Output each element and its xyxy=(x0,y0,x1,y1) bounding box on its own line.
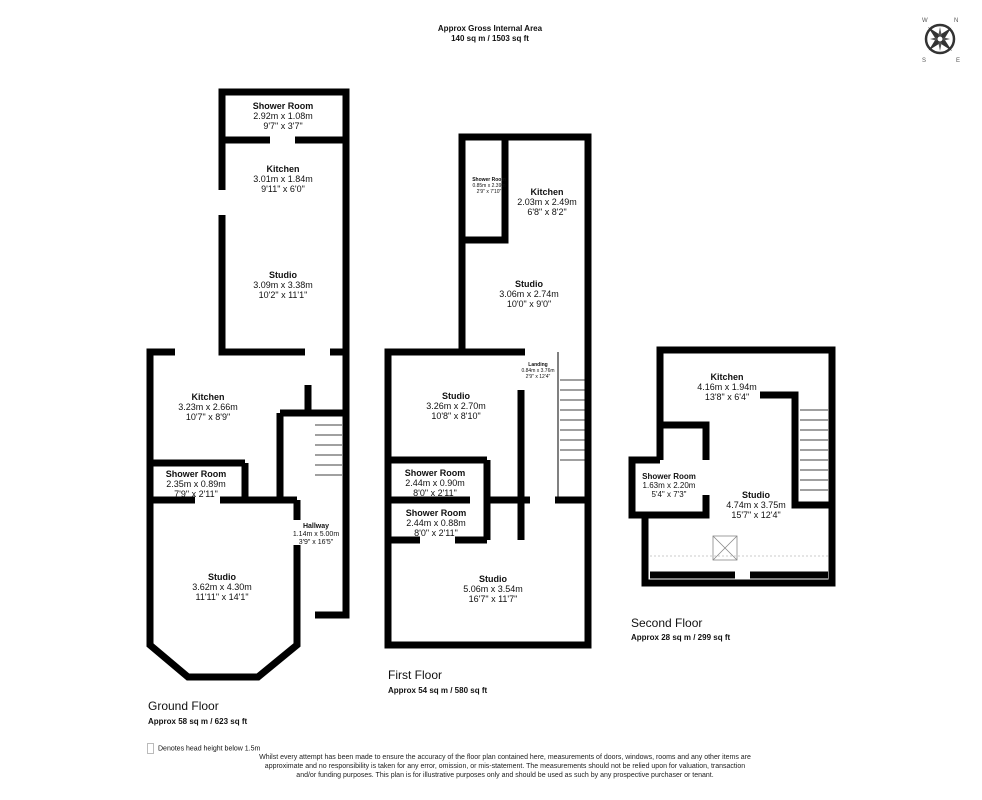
room-text: Studio xyxy=(742,490,770,500)
compass-s: S xyxy=(922,58,926,64)
gross-internal-area: Approx Gross Internal Area 140 sq m / 15… xyxy=(420,24,560,44)
room-text: 9'11" x 6'0" xyxy=(261,184,305,194)
room-text: 3.06m x 2.74m xyxy=(499,289,559,299)
room-text: 3.23m x 2.66m xyxy=(178,402,238,412)
second-floor-walls xyxy=(628,346,836,587)
room-text: 3.26m x 2.70m xyxy=(426,401,486,411)
floor-title-ground: Ground Floor xyxy=(148,699,219,713)
room-text: 5'4" x 7'3" xyxy=(651,490,687,499)
room-text: 5.06m x 3.54m xyxy=(463,584,523,594)
compass-n: N xyxy=(954,18,958,24)
floor-title-first: First Floor xyxy=(388,668,442,682)
room-text: Shower Room xyxy=(252,101,314,111)
legend-text: Denotes head height below 1.5m xyxy=(158,745,261,753)
floor-area-first: Approx 54 sq m / 580 sq ft xyxy=(388,686,488,695)
room-text: 7'9" x 2'11" xyxy=(174,489,218,499)
room-text: Studio xyxy=(515,279,543,289)
disclaimer: Whilst every attempt has been made to en… xyxy=(259,754,751,779)
room-text: 15'7" x 12'4" xyxy=(731,510,781,520)
room-text: Shower Room xyxy=(404,468,466,478)
room-text: 1.14m x 5.00m xyxy=(292,531,340,538)
room-text: 10'8" x 8'10" xyxy=(431,411,481,421)
staircases xyxy=(315,379,828,491)
ground-floor-walls xyxy=(146,88,350,681)
room-text: Studio xyxy=(269,270,297,280)
room-text: Studio xyxy=(442,391,470,401)
room-text: Kitchen xyxy=(710,372,744,382)
room-text: 2'9" x 12'4" xyxy=(525,374,551,380)
compass-rose-icon: W N S E xyxy=(922,18,960,64)
room-text: 3.01m x 1.84m xyxy=(253,174,313,184)
room-text: 8'0" x 2'11" xyxy=(413,488,457,498)
room-text: 16'7" x 11'7" xyxy=(468,594,518,604)
floor-title-second: Second Floor xyxy=(631,616,703,630)
room-text: 8'0" x 2'11" xyxy=(414,528,458,538)
room-text: 10'0" x 9'0" xyxy=(506,299,552,309)
room-text: 1.63m x 2.20m xyxy=(642,481,696,490)
compass-w: W xyxy=(922,18,928,24)
room-text: 11'11" x 14'1" xyxy=(195,592,249,602)
room-text: 3'9" x 16'5" xyxy=(298,539,334,546)
room-text: Landing xyxy=(528,362,548,368)
room-text: 4.74m x 3.75m xyxy=(726,500,786,510)
room-text: 10'2" x 11'1" xyxy=(258,290,308,300)
room-text: 2.03m x 2.49m xyxy=(517,197,577,207)
room-text: 13'8" x 6'4" xyxy=(704,392,750,402)
gia-title: Approx Gross Internal Area xyxy=(437,24,543,33)
room-text: 2.44m x 0.90m xyxy=(405,478,465,488)
floor-area-ground: Approx 58 sq m / 623 sq ft xyxy=(148,717,248,726)
room-text: 0.85m x 2.39m xyxy=(472,183,506,189)
skylight-icon xyxy=(650,535,828,561)
room-text: 3.09m x 3.38m xyxy=(253,280,313,290)
room-text: Shower Room xyxy=(642,472,696,481)
room-text: Shower Room xyxy=(405,508,467,518)
gia-value: 140 sq m / 1503 sq ft xyxy=(451,34,529,43)
room-text: Shower Room xyxy=(165,469,227,479)
room-text: 6'8" x 8'2" xyxy=(527,207,567,217)
room-text: Studio xyxy=(479,574,507,584)
head-height-swatch xyxy=(147,743,154,754)
first-floor-walls xyxy=(384,133,592,649)
room-text: Studio xyxy=(208,572,236,582)
room-text: 2'9" x 7'10" xyxy=(476,189,502,195)
room-text: Kitchen xyxy=(530,187,564,197)
room-text: Kitchen xyxy=(191,392,225,402)
room-text: 2.44m x 0.88m xyxy=(406,518,466,528)
floor-area-second: Approx 28 sq m / 299 sq ft xyxy=(631,633,731,642)
room-text: Kitchen xyxy=(266,164,300,174)
room-text: Hallway xyxy=(302,523,330,530)
room-text: 10'7" x 8'9" xyxy=(185,412,231,422)
room-text: 2.35m x 0.89m xyxy=(166,479,226,489)
compass-e: E xyxy=(956,58,960,64)
legend: Denotes head height below 1.5m xyxy=(147,743,260,754)
room-text: 2.92m x 1.08m xyxy=(253,111,313,121)
room-text: 9'7" x 3'7" xyxy=(263,121,303,131)
room-text: 3.62m x 4.30m xyxy=(192,582,252,592)
room-text: 0.84m x 3.76m xyxy=(521,368,555,374)
room-text: Shower Room xyxy=(472,177,506,183)
room-text: 4.16m x 1.94m xyxy=(697,382,757,392)
